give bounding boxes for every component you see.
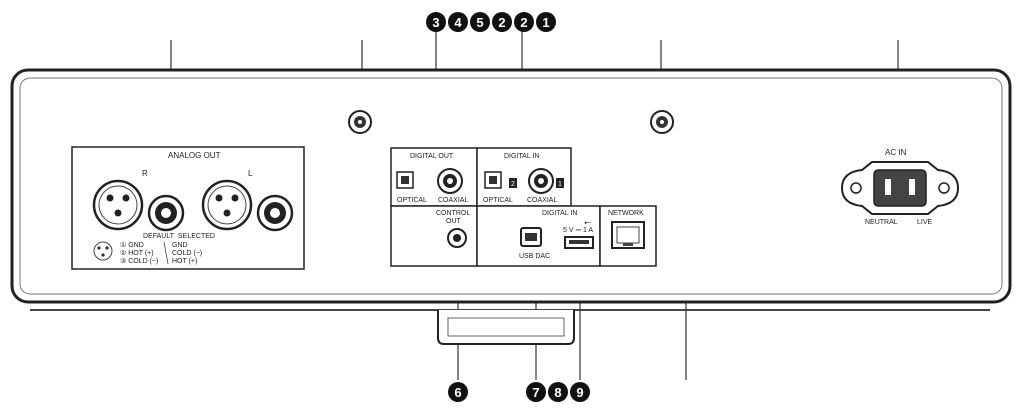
rca-right-connector [147,194,185,232]
usb-symbol-icon: ⭠ [584,217,591,227]
usb-power-label: 5 V ⎓ 1 A [563,227,593,234]
analog-out-title: ANALOG OUT [168,151,221,160]
digital-in-coaxial-number: 1 [558,181,562,188]
digital-in-coaxial-label: COAXIAL [527,197,557,204]
bottom-callouts: 6 7 8 9 [448,382,590,402]
digital-in-top-title: DIGITAL IN [504,153,539,160]
digital-out-optical-port [396,171,414,189]
pin1-selected: GND [172,242,188,249]
svg-text:4: 4 [454,15,462,30]
pin3-default: ③ COLD (−) [120,257,158,265]
callout-1: 1 [536,12,556,32]
digital-out-title: DIGITAL OUT [410,153,454,160]
digital-out-coaxial-label: COAXIAL [438,197,468,204]
callout-5: 5 [470,12,490,32]
callout-7: 7 [526,382,546,402]
pin3-selected: HOT (+) [172,258,197,265]
svg-text:5: 5 [476,15,483,30]
digital-in-top-panel: DIGITAL IN 2 1 OPTICAL COAXIAL [476,147,572,207]
callout-3: 3 [426,12,446,32]
svg-text:2: 2 [498,15,505,30]
usb-dac-port [520,227,542,247]
xlr-right-connector [92,179,144,231]
antenna-terminal-right [650,110,674,134]
control-out-label-line2: OUT [446,218,462,225]
control-out-jack [447,228,467,248]
callout-9: 9 [570,382,590,402]
analog-out-selected-label: SELECTED [178,233,215,240]
ac-in-title: AC IN [885,148,907,157]
usb-dac-label: USB DAC [519,253,550,260]
control-out-label-line1: CONTROL [436,210,470,217]
callout-4: 4 [448,12,468,32]
digital-in-usb-panel: DIGITAL IN ⭠ USB DAC 5 V ⎓ 1 A [476,205,601,267]
ac-in-inlet: AC IN NEUTRAL LIVE [840,148,960,226]
svg-text:1: 1 [542,15,549,30]
callout-6: 6 [448,382,468,402]
analog-out-default-label: DEFAULT [143,233,175,240]
callout-2b: 2 [514,12,534,32]
pin1-default: ① GND [120,241,144,249]
xlr-left-connector [201,179,253,231]
usb-a-port [564,236,594,249]
svg-text:7: 7 [532,385,539,400]
svg-text:3: 3 [432,15,439,30]
digital-out-panel: DIGITAL OUT OPTICAL COAXIAL [390,147,478,207]
svg-text:2: 2 [520,15,527,30]
analog-out-panel: ANALOG OUT R L [71,146,305,270]
network-title: NETWORK [608,210,644,217]
analog-out-right-label: R [142,169,148,178]
pin2-default: ② HOT (+) [120,250,154,257]
callout-8: 8 [548,382,568,402]
digital-out-coaxial-port [437,168,463,194]
ac-in-neutral-label: NEUTRAL [865,219,898,226]
network-ethernet-port [611,221,645,249]
xlr-pin-diagram-icon [93,241,113,261]
pin2-selected: COLD (−) [172,250,202,257]
analog-out-left-label: L [248,169,253,178]
digital-out-optical-label: OPTICAL [397,197,427,204]
digital-in-optical-port [484,171,502,189]
network-panel: NETWORK [599,205,657,267]
digital-in-usb-title: DIGITAL IN [542,210,577,217]
top-callouts: 3 4 5 2 2 1 [426,12,556,32]
svg-text:8: 8 [554,385,561,400]
rca-left-connector [256,194,294,232]
digital-in-coaxial-port [528,168,554,194]
svg-text:9: 9 [576,385,583,400]
svg-text:6: 6 [454,385,461,400]
antenna-terminal-left [348,110,372,134]
digital-in-optical-label: OPTICAL [483,197,513,204]
digital-in-optical-number: 2 [511,181,515,188]
callout-2a: 2 [492,12,512,32]
ac-in-live-label: LIVE [917,219,933,226]
control-out-panel: CONTROL OUT [390,205,478,267]
